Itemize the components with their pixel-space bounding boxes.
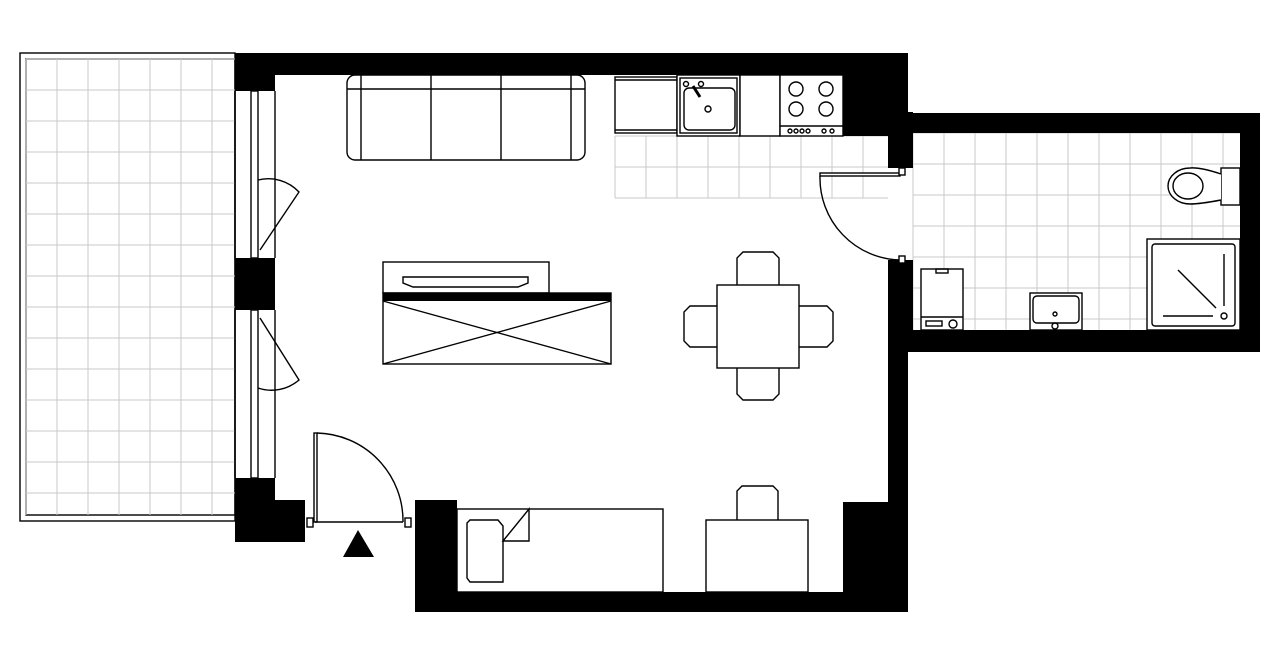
dining-set (683, 251, 834, 401)
washing-machine (920, 268, 964, 331)
walls (235, 53, 1260, 612)
bathroom-door[interactable] (819, 167, 906, 264)
shower (1146, 238, 1241, 331)
window-upper (234, 90, 300, 259)
counter (739, 74, 781, 137)
entrance-marker-icon (343, 530, 374, 557)
fridge (614, 76, 678, 134)
kitchen-sink (676, 74, 741, 137)
sofa (346, 74, 586, 161)
cabinet (382, 292, 612, 365)
kitchen-tiles (614, 135, 888, 199)
stove (779, 74, 844, 137)
window-lower (234, 309, 300, 479)
desk (705, 485, 809, 593)
balcony (19, 52, 236, 522)
toilet (1167, 167, 1241, 206)
bed (456, 507, 664, 593)
tv-stand (382, 261, 550, 294)
bathroom-sink (1029, 292, 1083, 331)
entrance-door[interactable] (306, 432, 412, 528)
